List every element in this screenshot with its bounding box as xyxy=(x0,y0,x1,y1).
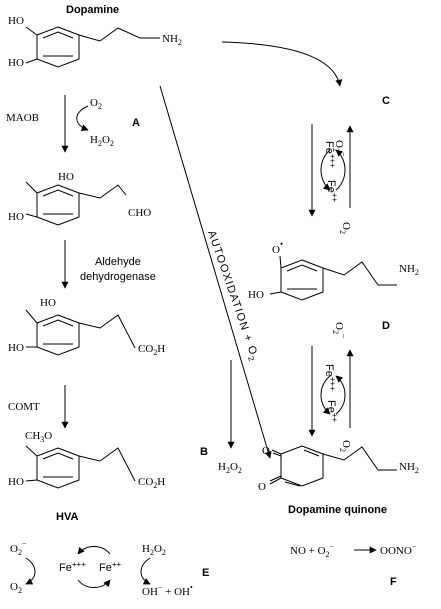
e-o2minus: O2− xyxy=(10,539,27,557)
quinone-o-top: O xyxy=(262,445,270,457)
dopamine-ho-1: HO xyxy=(8,15,24,27)
label-b: B xyxy=(200,446,208,458)
e-right-arrow xyxy=(140,557,151,585)
autooxidation-arrow xyxy=(159,85,272,459)
acid-ring xyxy=(25,309,136,356)
quinone-label: Dopamine quinone xyxy=(288,504,387,516)
hva-ring xyxy=(25,445,136,489)
o2-label-a: O2 xyxy=(90,97,102,111)
aldehyde-cho: CHO xyxy=(128,207,151,219)
e-top-arc xyxy=(77,546,111,555)
e-h2o2: H2O2 xyxy=(142,543,166,557)
quinone-nh2: NH2 xyxy=(399,461,419,475)
e-left-arrow xyxy=(25,557,36,585)
maob-label: MAOB xyxy=(6,112,39,124)
cycle-c-curve-left xyxy=(320,149,331,191)
aldh-label-1: Aldehyde xyxy=(95,256,141,268)
semiquinone-ho: HO xyxy=(248,289,264,301)
e-o2: O2 xyxy=(10,581,22,595)
f-product: OONO− xyxy=(380,542,417,557)
hva-ch3o: CH3O xyxy=(25,430,52,444)
label-a: A xyxy=(132,117,140,129)
cycle-d-o2minus: O2− xyxy=(331,322,348,339)
cycle-c-fe3: Fe+++ xyxy=(323,141,337,168)
f-reactants: NO + O2− xyxy=(290,542,335,559)
cycle-c-o2: O2 xyxy=(338,222,352,234)
quinone-o-bottom: O xyxy=(258,481,266,493)
e-bottom-arc xyxy=(77,579,111,588)
semiquinone-nh2: NH2 xyxy=(399,263,419,277)
dopamine-ring xyxy=(25,26,160,68)
dopamine-nh2: NH2 xyxy=(162,33,182,47)
cycle-c-curve-right xyxy=(335,149,346,191)
fenton-cycle-c: O2− Fe+++ Fe++ O2 xyxy=(308,124,354,234)
acid-ho-2: HO xyxy=(8,342,24,354)
hva-co2h: CO2H xyxy=(138,476,165,490)
dopamine-ho-2: HO xyxy=(8,57,24,69)
cycle-c-o2minus: O2− xyxy=(331,140,348,157)
e-products: OH− + OH• xyxy=(142,583,193,598)
label-f: F xyxy=(390,576,397,588)
comt-label: COMT xyxy=(8,401,40,413)
acid-co2h: CO2H xyxy=(138,343,165,357)
aldh-label-2: dehydrogenase xyxy=(80,271,156,283)
to-c-arrow xyxy=(221,41,343,87)
cycle-d-curve-left xyxy=(320,375,331,415)
hva-label: HVA xyxy=(56,511,78,523)
e-fe3: Fe+++ xyxy=(59,560,86,574)
cycle-d-o2: O2 xyxy=(338,440,352,452)
label-e: E xyxy=(202,567,209,579)
quinone-ring xyxy=(269,445,397,487)
maob-cofactor-arrow xyxy=(76,105,89,132)
fenton-cycle-d: O2− Fe+++ Fe++ O2 xyxy=(308,322,354,452)
aldehyde-ho-2: HO xyxy=(8,211,24,223)
cycle-d-fe3: Fe+++ xyxy=(323,364,337,391)
label-d: D xyxy=(382,320,390,332)
cycle-d-fe2: Fe++ xyxy=(325,400,339,423)
h2o2-label-a: H2O2 xyxy=(90,134,114,148)
label-c: C xyxy=(382,95,390,107)
cycle-d-curve-right xyxy=(335,375,346,415)
panel-e: O2− O2 Fe+++ Fe++ H2O2 OH− + OH• E xyxy=(10,539,209,598)
aldehyde-ho-1: HO xyxy=(58,171,74,183)
acid-ho-1: HO xyxy=(40,297,56,309)
hva-ho: HO xyxy=(8,476,24,488)
h2o2-label-b: H2O2 xyxy=(218,461,242,475)
semiquinone-o: O• xyxy=(272,239,283,256)
cycle-c-fe2: Fe++ xyxy=(325,180,339,203)
aldehyde-ring xyxy=(25,181,127,226)
dopamine-title: Dopamine xyxy=(66,4,119,16)
panel-f: NO + O2− OONO− F xyxy=(290,542,417,588)
semiquinone-ring xyxy=(269,255,397,301)
e-fe2: Fe++ xyxy=(99,560,122,574)
